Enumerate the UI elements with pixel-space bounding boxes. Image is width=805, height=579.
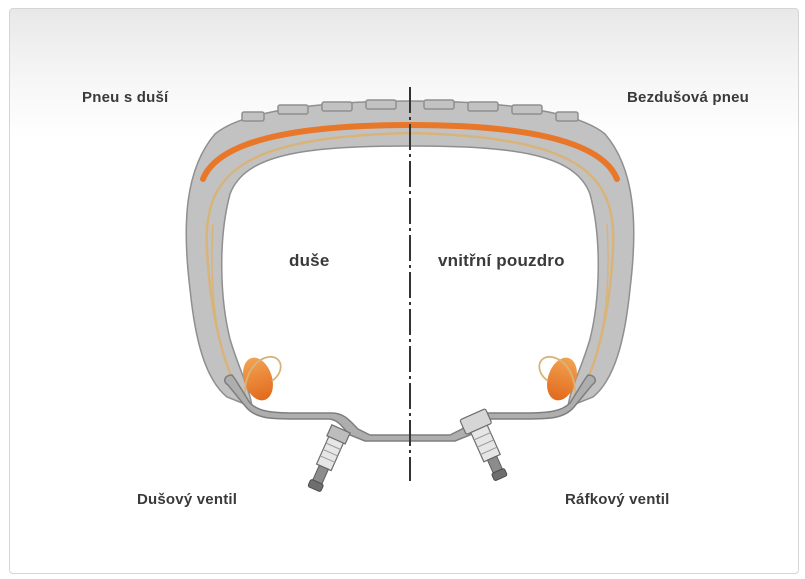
label-rim-valve: Ráfkový ventil: [565, 491, 670, 508]
label-inner-liner: vnitřní pouzdro: [438, 251, 565, 271]
label-tube-valve: Dušový ventil: [137, 491, 237, 508]
label-tubeless-tire: Bezdušová pneu: [627, 89, 749, 106]
label-tube-tire: Pneu s duší: [82, 89, 168, 106]
label-inner-tube: duše: [289, 251, 329, 271]
diagram-card: Pneu s duší Bezdušová pneu duše vnitřní …: [9, 8, 799, 574]
rim-valve-right: [460, 409, 514, 484]
tube-valve-left: [305, 425, 350, 493]
